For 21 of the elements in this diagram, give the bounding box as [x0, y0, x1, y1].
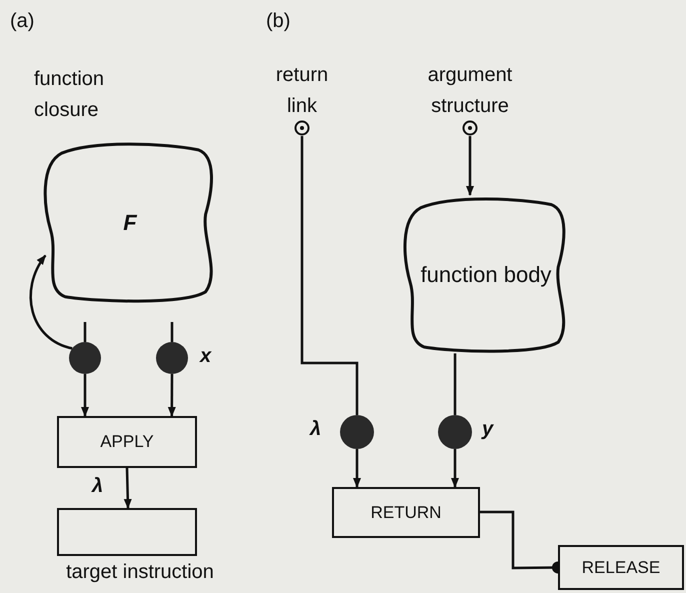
connector-arrow: [451, 449, 459, 488]
variable-label: y: [482, 419, 494, 439]
connector-arrow: [168, 374, 176, 417]
node-text: argument structure: [426, 63, 514, 119]
connector-arrow: [81, 374, 89, 417]
connector-arrow: [124, 468, 132, 509]
connector-arrow: [466, 136, 474, 196]
panel-label: (a): [10, 9, 34, 34]
node-text: function body: [420, 261, 552, 289]
annotation-text: function closure: [34, 67, 106, 123]
instruction-box: RETURN: [332, 487, 480, 538]
variable-label: λ: [310, 419, 322, 439]
instruction-box: APPLY: [57, 416, 197, 468]
connector-arrow: [30, 254, 73, 350]
instruction-box: RELEASE: [558, 545, 684, 590]
node-text: F: [123, 208, 137, 236]
node-text: target instruction: [66, 560, 214, 585]
connector-arrow: [353, 449, 361, 488]
panel-label: (b): [266, 9, 290, 34]
node-text: return link: [274, 63, 330, 119]
variable-label: x: [200, 346, 212, 366]
